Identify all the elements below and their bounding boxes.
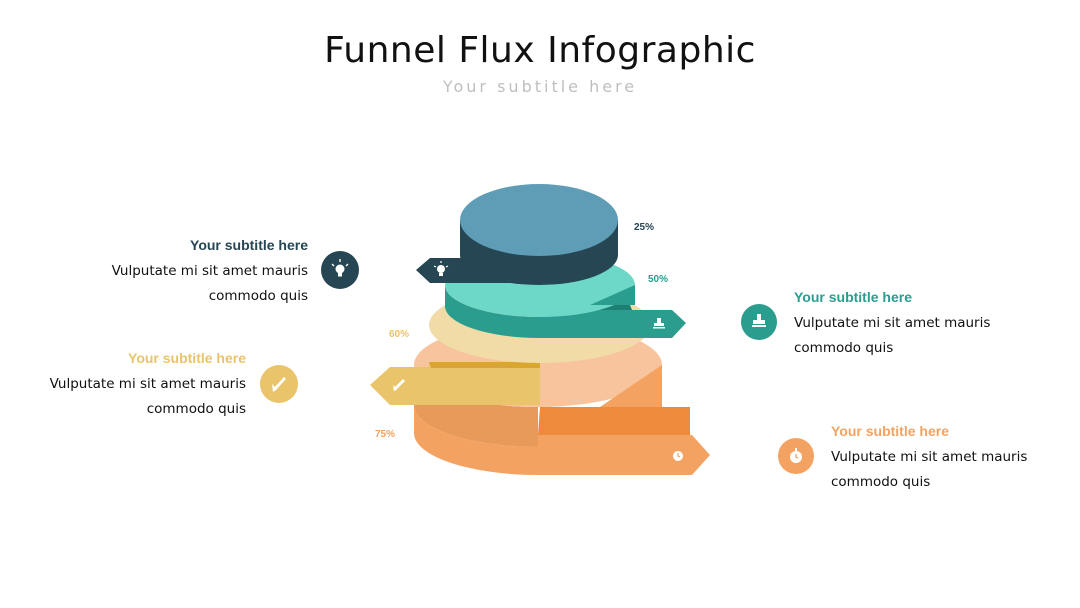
circle-rocket-icon [260,365,298,403]
percent-label-1: 25% [634,222,655,233]
page-subtitle: Your subtitle here [442,77,638,96]
percent-label-4: 75% [375,429,396,440]
block-line: commodo quis [831,474,931,490]
block-line: commodo quis [794,340,894,356]
text-block-2: Your subtitle here Vulputate mi sit amet… [794,289,1054,361]
block-line: Vulputate mi sit amet mauris [49,376,246,392]
circle-stopwatch-icon [778,438,814,474]
text-block-3: Your subtitle here Vulputate mi sit amet… [0,350,246,422]
block-line: commodo quis [146,401,246,417]
percent-label-2: 50% [648,274,669,285]
block-heading: Your subtitle here [190,237,308,253]
block-line: Vulputate mi sit amet mauris [111,263,308,279]
block-heading: Your subtitle here [831,423,949,439]
block-line: Vulputate mi sit amet mauris [794,315,991,331]
ribbon-rocket-icon [393,379,405,391]
funnel-layer-navy [416,184,618,285]
ribbon-lightbulb-icon [433,261,449,276]
text-block-1: Your subtitle here Vulputate mi sit amet… [60,237,308,309]
ribbon-stamp-icon [653,318,665,329]
block-heading: Your subtitle here [794,289,912,305]
circle-lightbulb-icon [321,251,359,289]
page-title: Funnel Flux Infographic [324,30,756,71]
circle-stamp-icon [741,304,777,340]
block-heading: Your subtitle here [128,350,246,366]
block-line: Vulputate mi sit amet mauris [831,449,1028,465]
block-line: commodo quis [208,288,308,304]
text-block-4: Your subtitle here Vulputate mi sit amet… [831,423,1071,495]
ribbon-stopwatch-icon [673,451,683,461]
percent-label-3: 60% [389,329,410,340]
